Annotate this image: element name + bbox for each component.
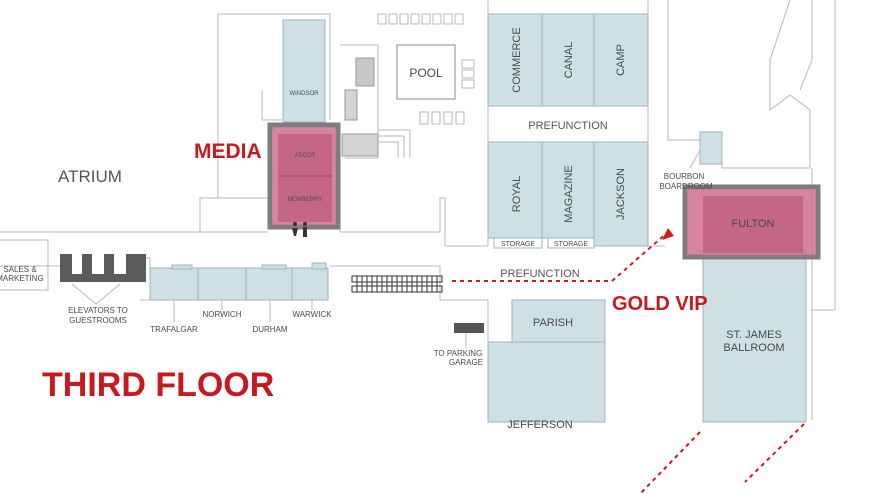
fulton-label: FULTON — [732, 218, 775, 230]
room-bourbon[interactable] — [699, 131, 723, 165]
canal-label: CANAL — [563, 42, 575, 79]
bourbon-label: BOURBON — [664, 172, 705, 181]
commerce-label: COMMERCE — [511, 27, 523, 92]
trafalgar-label: TRAFALGAR — [150, 325, 198, 334]
room-warwick[interactable] — [291, 267, 329, 301]
parish-label: PARISH — [533, 317, 573, 329]
room-magazine[interactable] — [541, 141, 595, 239]
room-leader-lines — [173, 149, 701, 322]
room-storage-2 — [547, 237, 595, 249]
room-storage-1 — [493, 237, 543, 249]
room-commerce[interactable] — [487, 13, 543, 107]
st-james-label: ST. JAMES — [726, 329, 782, 341]
elevators-leader-lines — [71, 283, 121, 305]
room-trafalgar[interactable] — [149, 267, 199, 301]
durham-label: DURHAM — [252, 325, 287, 334]
room-canal[interactable] — [541, 13, 595, 107]
gold-vip-arrow — [452, 228, 805, 494]
camp-label: CAMP — [615, 44, 627, 76]
newberry-label: NEWBERRY — [288, 197, 323, 203]
parking-label: TO PARKING — [434, 349, 483, 358]
room-royal[interactable] — [487, 141, 543, 239]
room-durham[interactable] — [245, 267, 293, 301]
rail-pattern — [351, 275, 443, 293]
garage-label: GARAGE — [449, 358, 483, 367]
elevators-label: ELEVATORS TO — [68, 306, 128, 315]
marketing-label: MARKETING — [0, 274, 44, 283]
ascot-label: ASCOT — [295, 153, 316, 159]
storage-1-label: STORAGE — [501, 241, 535, 248]
ballroom-label: BALLROOM — [723, 342, 784, 354]
rooms — [149, 13, 807, 423]
norwich-label: NORWICH — [203, 310, 242, 319]
prefunction-top-label: PREFUNCTION — [528, 120, 608, 132]
room-norwich[interactable] — [197, 267, 247, 301]
magazine-label: MAGAZINE — [563, 165, 575, 222]
boardroom-label: BOARDROOM — [659, 182, 713, 191]
gold-vip-highlight[interactable] — [682, 184, 821, 260]
room-st-james[interactable] — [702, 249, 807, 423]
windsor-label: WINDSOR — [290, 91, 320, 97]
royal-label: ROYAL — [511, 176, 523, 212]
restroom-icon — [292, 222, 307, 237]
room-parish[interactable] — [511, 299, 606, 343]
pool-label: POOL — [409, 66, 443, 80]
room-camp[interactable] — [593, 13, 649, 107]
room-jefferson[interactable] — [487, 341, 606, 423]
prefunction-mid-label: PREFUNCTION — [500, 268, 580, 280]
storage-2-label: STORAGE — [554, 241, 588, 248]
media-highlight[interactable] — [267, 122, 341, 230]
floor-title: THIRD FLOOR — [42, 366, 274, 404]
media-label: MEDIA — [194, 140, 262, 163]
guestrooms-label: GUESTROOMS — [69, 316, 127, 325]
jefferson-label: JEFFERSON — [507, 419, 572, 431]
room-jackson[interactable] — [593, 141, 649, 247]
atrium-label: ATRIUM — [58, 167, 122, 186]
jackson-label: JACKSON — [615, 168, 627, 220]
room-windsor[interactable] — [282, 19, 326, 123]
pool-decor — [341, 13, 475, 158]
sales-label: SALES & — [3, 265, 37, 274]
warwick-label: WARWICK — [292, 310, 332, 319]
elevators-icon — [60, 254, 146, 282]
room-pool[interactable] — [396, 44, 456, 100]
gold-vip-label: GOLD VIP — [612, 293, 708, 315]
parking-marker — [454, 323, 484, 333]
